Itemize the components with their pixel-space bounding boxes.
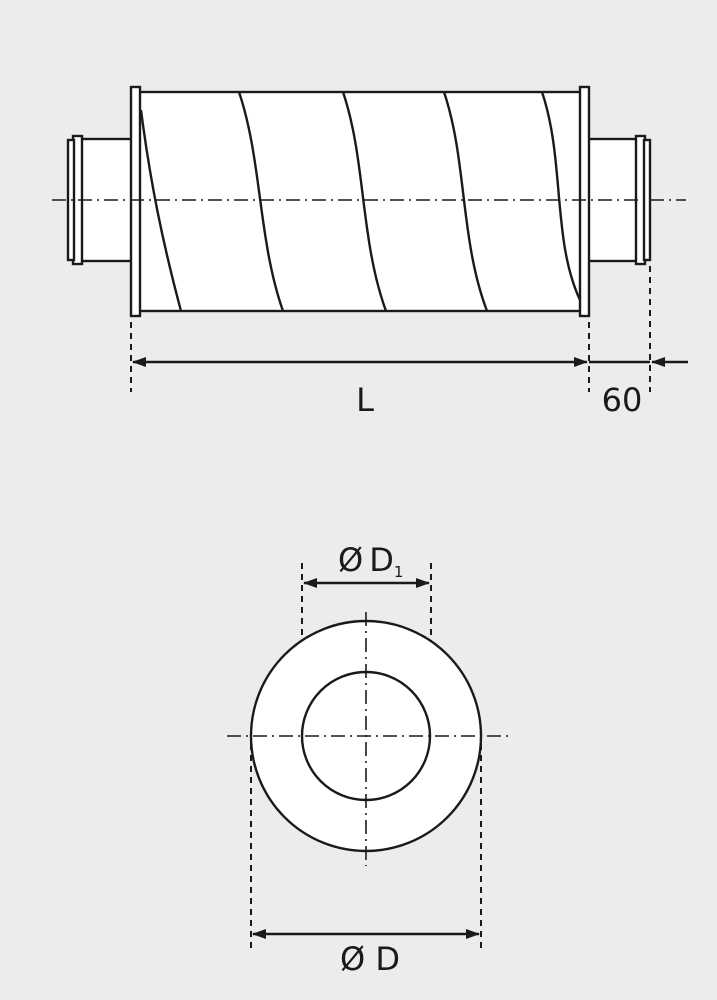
dimension-d-label: Ø D xyxy=(340,940,400,978)
diameter-symbol: Ø xyxy=(338,541,363,579)
silencer-body xyxy=(137,90,584,313)
dimension-L-label: L xyxy=(356,381,374,419)
right-end-flange xyxy=(578,85,591,318)
d1-letter: D xyxy=(369,541,394,579)
d1-subscript: 1 xyxy=(394,563,404,581)
left-end-flange xyxy=(129,85,142,318)
side-view: L 60 xyxy=(52,85,688,419)
dimension-60-label: 60 xyxy=(602,381,643,419)
